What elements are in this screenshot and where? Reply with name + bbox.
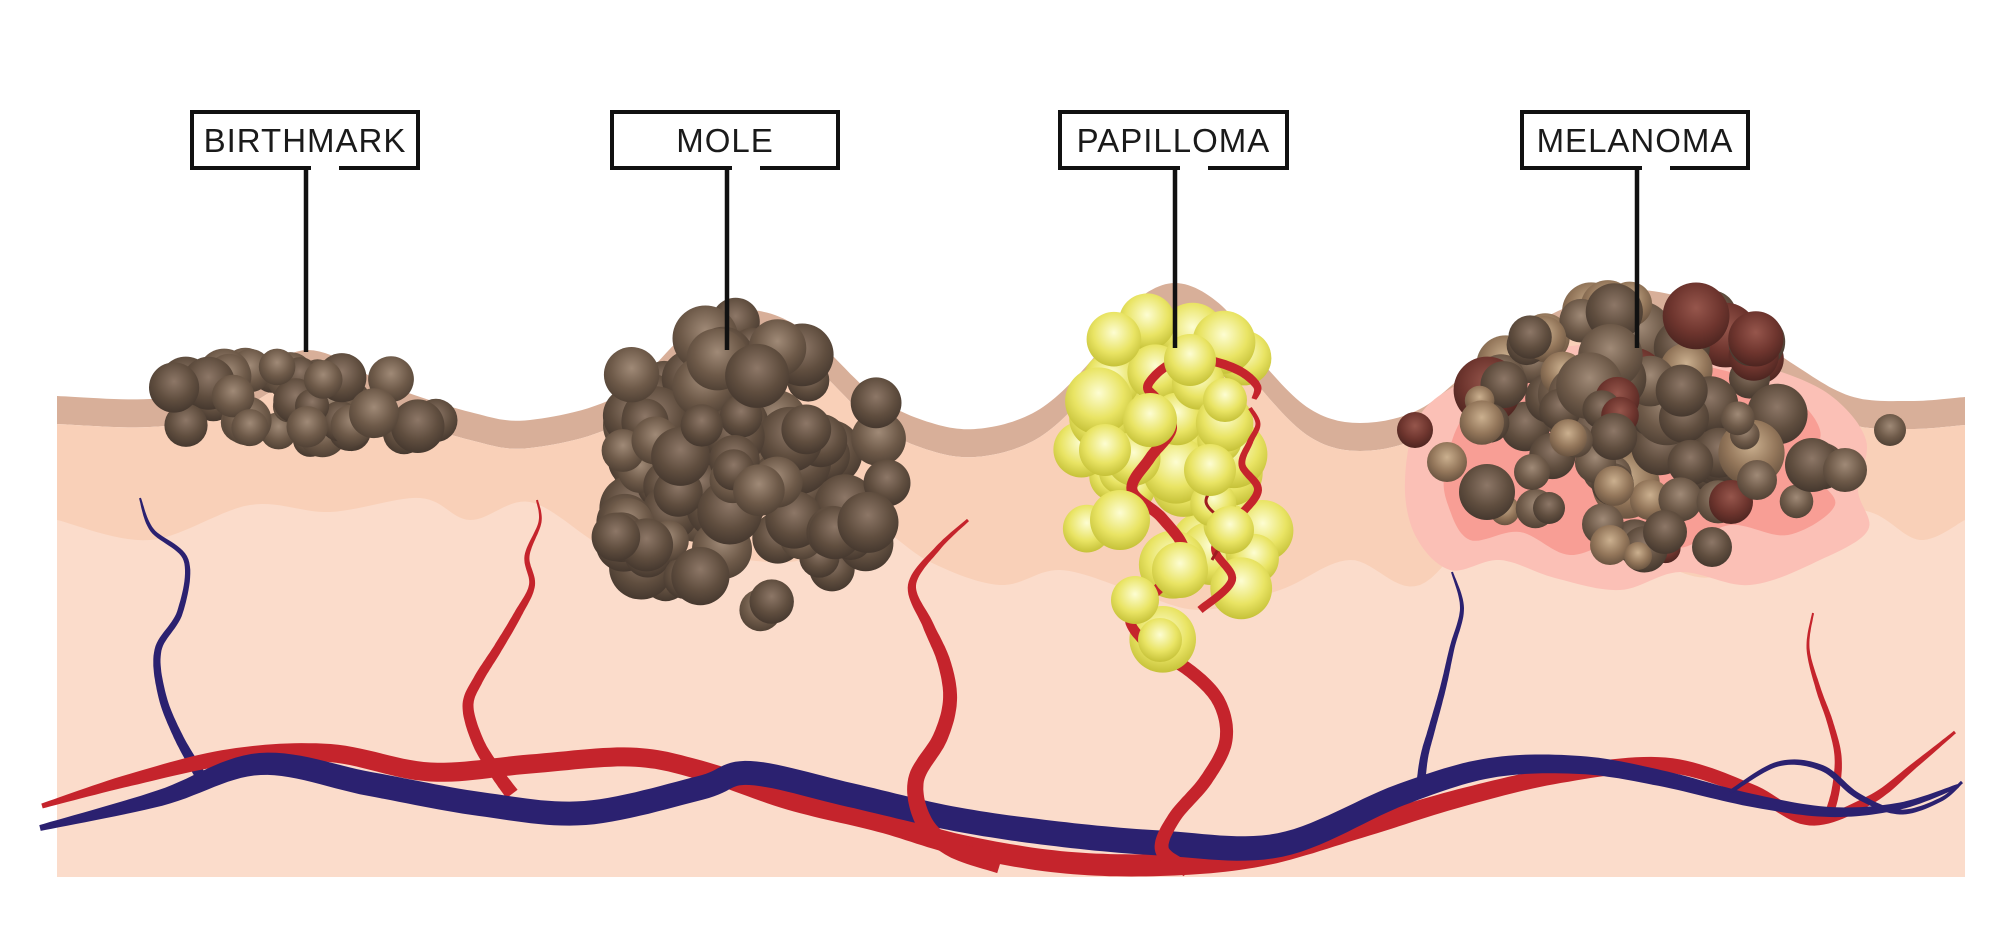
cell bbox=[1152, 542, 1208, 598]
blood-vessels bbox=[39, 497, 1963, 877]
papilloma-vessel-a bbox=[1125, 354, 1262, 654]
cell bbox=[680, 404, 723, 447]
cell bbox=[1079, 424, 1131, 476]
mole-cluster bbox=[591, 297, 911, 632]
cell bbox=[850, 377, 902, 429]
artery-branch-right bbox=[1806, 612, 1842, 814]
cell bbox=[1164, 334, 1216, 386]
label-box-notch bbox=[1180, 164, 1208, 170]
papilloma-vessel-b bbox=[1197, 407, 1262, 613]
label-box bbox=[190, 110, 420, 170]
vein-branch-right bbox=[1415, 571, 1464, 793]
cell bbox=[349, 388, 399, 439]
label-box bbox=[610, 110, 840, 170]
vein-squiggle-right bbox=[1728, 759, 1963, 815]
papilloma-overlay-cells bbox=[1079, 334, 1254, 662]
cell bbox=[1590, 413, 1638, 460]
cell bbox=[303, 360, 343, 399]
papilloma-vessel-thin bbox=[1204, 451, 1228, 561]
callout-mole: MOLE bbox=[610, 110, 840, 350]
cell bbox=[1459, 464, 1515, 520]
cell bbox=[164, 403, 208, 447]
callout-birthmark: BIRTHMARK bbox=[190, 110, 420, 352]
cell bbox=[1184, 444, 1236, 496]
label-callouts: BIRTHMARK MOLE PAPILLOMA MELANOMA bbox=[190, 110, 1750, 352]
cell bbox=[231, 409, 269, 447]
cell bbox=[1728, 311, 1784, 367]
cell bbox=[733, 464, 785, 516]
label-text: MOLE bbox=[676, 122, 774, 159]
cell bbox=[1655, 364, 1708, 417]
cell bbox=[1533, 492, 1565, 524]
label-box bbox=[1058, 110, 1289, 170]
cell bbox=[1086, 311, 1142, 367]
cell bbox=[749, 579, 794, 624]
cell bbox=[1210, 557, 1273, 620]
label-text: MELANOMA bbox=[1537, 122, 1734, 159]
cell bbox=[1508, 315, 1552, 359]
cell bbox=[725, 343, 790, 408]
epidermis-layer bbox=[57, 283, 1965, 458]
melanoma-scattered-cells bbox=[1397, 412, 1906, 570]
cell bbox=[1737, 460, 1777, 500]
cell bbox=[1662, 282, 1730, 350]
papilloma-stem bbox=[1149, 646, 1234, 877]
cell bbox=[1065, 367, 1133, 435]
cell bbox=[1643, 510, 1687, 554]
label-text: BIRTHMARK bbox=[204, 122, 407, 159]
label-text: PAPILLOMA bbox=[1077, 122, 1271, 159]
cell bbox=[1692, 527, 1732, 567]
cell bbox=[1594, 465, 1634, 506]
cell bbox=[671, 547, 730, 606]
cell bbox=[1123, 393, 1177, 447]
vein-main bbox=[39, 752, 1959, 861]
cell bbox=[591, 512, 641, 562]
cell bbox=[1459, 400, 1505, 445]
cell bbox=[1514, 454, 1550, 490]
skin-growths bbox=[149, 280, 1906, 673]
cell bbox=[1629, 479, 1671, 521]
label-box-notch bbox=[732, 164, 760, 170]
cell bbox=[1138, 618, 1182, 662]
cell bbox=[1397, 412, 1433, 448]
cell bbox=[258, 348, 296, 386]
artery-main bbox=[41, 730, 1956, 877]
cell bbox=[1874, 414, 1906, 446]
cell bbox=[211, 374, 255, 418]
label-box bbox=[1520, 110, 1750, 170]
cell bbox=[603, 347, 660, 403]
papilloma-vessels bbox=[1125, 354, 1262, 654]
cell bbox=[837, 491, 899, 553]
cell bbox=[1549, 419, 1587, 457]
cell bbox=[1658, 477, 1703, 522]
vein-branch-left bbox=[139, 497, 205, 778]
cell bbox=[1667, 439, 1714, 486]
cell bbox=[1203, 378, 1247, 422]
cell bbox=[1590, 525, 1630, 565]
label-box-notch bbox=[1642, 164, 1670, 170]
cell bbox=[1427, 442, 1467, 482]
callout-melanoma: MELANOMA bbox=[1520, 110, 1750, 348]
cell bbox=[286, 406, 328, 448]
cell bbox=[1206, 506, 1254, 554]
birthmark-cluster bbox=[149, 347, 458, 458]
artery-branch-left bbox=[462, 499, 542, 799]
cell bbox=[1823, 448, 1867, 492]
cell bbox=[1090, 490, 1150, 550]
label-box-notch bbox=[311, 164, 339, 170]
cell bbox=[1720, 401, 1755, 436]
callout-papilloma: PAPILLOMA bbox=[1058, 110, 1289, 348]
artery-branch-mid bbox=[907, 518, 1003, 874]
cell bbox=[1624, 542, 1652, 570]
cell bbox=[781, 404, 832, 455]
cell bbox=[390, 399, 445, 454]
cell bbox=[149, 362, 200, 413]
cell bbox=[1779, 484, 1814, 519]
cell bbox=[1111, 576, 1159, 624]
